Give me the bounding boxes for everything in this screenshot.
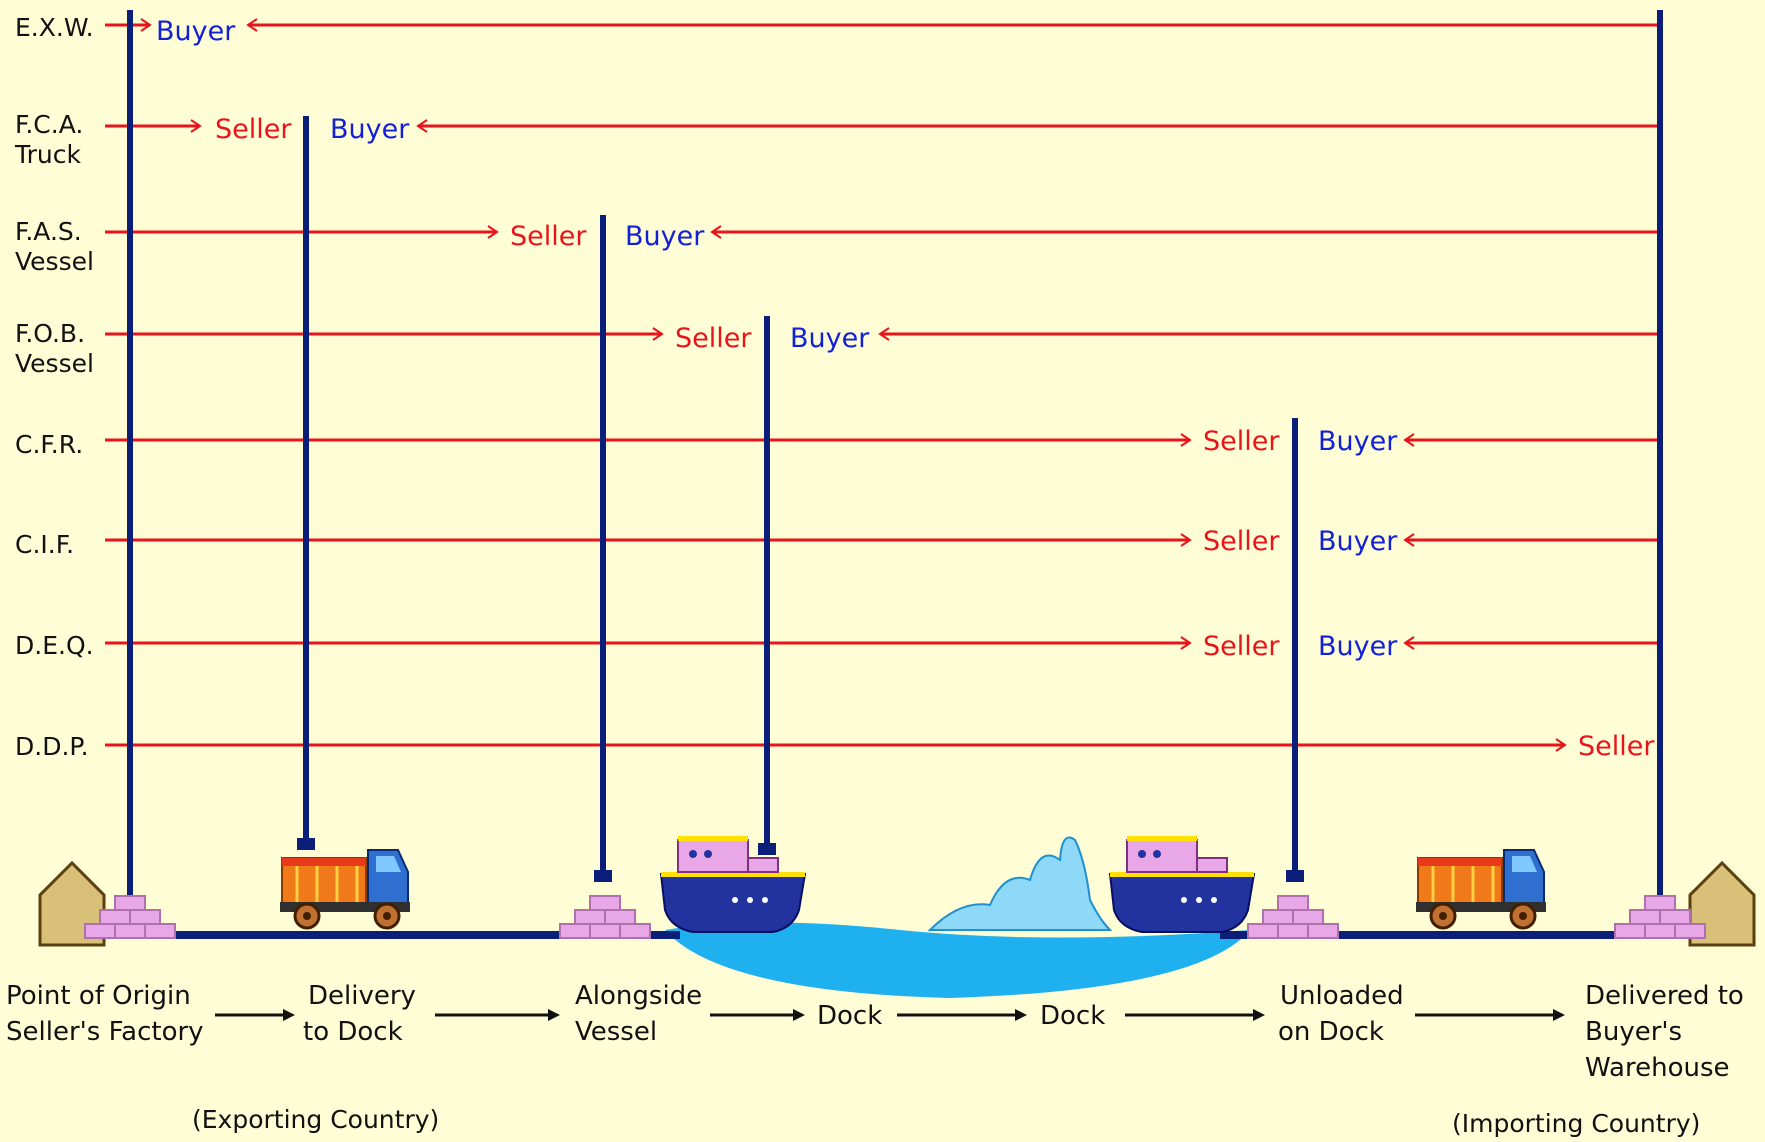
seller-label-fob: Seller: [675, 323, 752, 354]
term-label-cfr: C.F.R.: [15, 430, 83, 459]
post-warehouse: [1651, 10, 1669, 910]
term-label-deq: D.E.Q.: [15, 631, 94, 660]
term-row-fob: [105, 327, 1660, 341]
post-truck: [297, 116, 315, 850]
stage-dock-import: Dock: [1040, 1001, 1105, 1031]
seller-label-ddp: Seller: [1578, 731, 1655, 762]
seller-arrow-icon: [140, 18, 152, 32]
export-ship-icon: [660, 835, 806, 933]
term-row-fca: [105, 119, 1660, 133]
buyer-label-cfr: Buyer: [1318, 426, 1398, 457]
stage-labels: Point of Origin Seller's Factory Deliver…: [6, 981, 1744, 1138]
term-row-deq: [105, 636, 1660, 650]
export-truck-icon: [278, 848, 412, 930]
seller-arrow-icon: [1180, 533, 1192, 547]
term-row-ddp: [105, 738, 1567, 752]
buyer-label-exw: Buyer: [156, 16, 236, 47]
buyer-label-deq: Buyer: [1318, 631, 1398, 662]
buyer-arrow-icon: [710, 225, 722, 239]
seller-label-deq: Seller: [1203, 631, 1280, 662]
term-sublabel-fob: Vessel: [15, 349, 94, 378]
stage-alongside-line2: Vessel: [575, 1017, 657, 1047]
buyer-label-fca: Buyer: [330, 114, 410, 145]
term-row-cfr: [105, 433, 1660, 447]
stage-delivery-line1: Delivery: [308, 981, 416, 1011]
stage-unloaded-line1: Unloaded: [1280, 981, 1404, 1011]
exporting-country-label: (Exporting Country): [192, 1105, 439, 1134]
stage-dock-export: Dock: [817, 1001, 882, 1031]
importing-country-label: (Importing Country): [1452, 1109, 1700, 1138]
seller-arrow-icon: [1555, 738, 1567, 752]
role-labels: Buyer Seller Buyer Seller Buyer Seller B…: [156, 16, 1655, 762]
seller-arrow-icon: [190, 119, 202, 133]
buyer-arrow-icon: [1403, 533, 1415, 547]
water-icon: [665, 922, 1250, 998]
term-row-exw: [105, 18, 1660, 32]
term-label-cif: C.I.F.: [15, 530, 74, 559]
term-label-ddp: D.D.P.: [15, 732, 89, 761]
handover-posts: [121, 10, 1669, 910]
stage-origin-line1: Point of Origin: [6, 981, 191, 1011]
stage-delivered-line3: Warehouse: [1585, 1053, 1730, 1083]
post-unloaded: [1286, 418, 1304, 882]
buyer-arrow-icon: [246, 18, 258, 32]
post-alongside: [594, 215, 612, 882]
post-vessel: [758, 316, 776, 855]
crates-unloaded-icon: [1247, 895, 1339, 939]
seller-label-fas: Seller: [510, 221, 587, 252]
stage-delivered-line2: Buyer's: [1585, 1017, 1682, 1047]
seller-label-fca: Seller: [215, 114, 292, 145]
seller-label-cfr: Seller: [1203, 426, 1280, 457]
term-rows: [105, 18, 1660, 752]
wave-icon: [927, 836, 1113, 931]
term-row-fas: [105, 225, 1660, 239]
term-label-fob: F.O.B.: [15, 319, 85, 348]
seller-label-cif: Seller: [1203, 526, 1280, 557]
term-label-fca: F.C.A.: [15, 110, 83, 139]
stage-delivered-line1: Delivered to: [1585, 981, 1744, 1011]
buyer-arrow-icon: [1403, 433, 1415, 447]
buyer-arrow-icon: [416, 119, 428, 133]
post-origin: [121, 10, 139, 910]
term-sublabel-fas: Vessel: [15, 247, 94, 276]
term-row-cif: [105, 533, 1660, 547]
seller-arrow-icon: [487, 225, 499, 239]
stage-alongside-line1: Alongside: [575, 981, 702, 1011]
seller-arrow-icon: [1180, 636, 1192, 650]
buyer-label-cif: Buyer: [1318, 526, 1398, 557]
buyer-arrow-icon: [878, 327, 890, 341]
ground-illustration: [38, 835, 1756, 998]
term-label-exw: E.X.W.: [15, 13, 94, 42]
import-ship-icon: [1109, 835, 1255, 933]
seller-arrow-icon: [1180, 433, 1192, 447]
term-labels: E.X.W. F.C.A. Truck F.A.S. Vessel F.O.B.…: [14, 13, 94, 761]
seller-arrow-icon: [652, 327, 664, 341]
crates-alongside-icon: [559, 895, 651, 939]
buyer-arrow-icon: [1403, 636, 1415, 650]
flow-arrows: [215, 1009, 1565, 1021]
stage-origin-line2: Seller's Factory: [6, 1017, 204, 1047]
term-sublabel-fca: Truck: [14, 140, 81, 169]
import-truck-icon: [1414, 848, 1548, 930]
stage-unloaded-line2: on Dock: [1278, 1017, 1384, 1047]
buyer-label-fob: Buyer: [790, 323, 870, 354]
buyer-label-fas: Buyer: [625, 221, 705, 252]
term-label-fas: F.A.S.: [15, 217, 82, 246]
stage-delivery-line2: to Dock: [303, 1017, 403, 1047]
